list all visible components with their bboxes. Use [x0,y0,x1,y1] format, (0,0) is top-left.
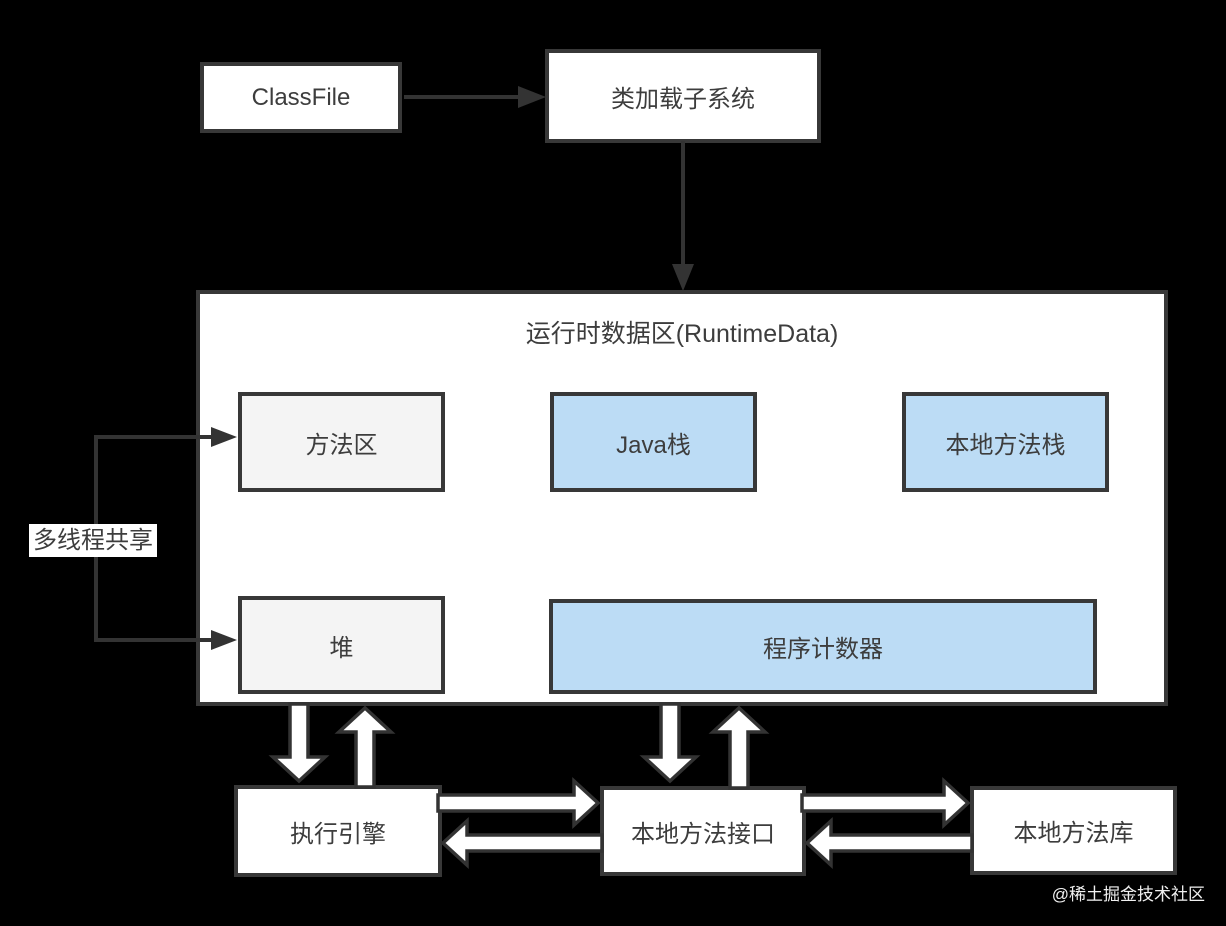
node-program-counter: 程序计数器 [549,599,1097,694]
arrow-engine-right-to-nmi-icon [436,777,601,829]
shared-threads-label: 多线程共享 [29,524,157,557]
arrow-engine-up-to-runtime-icon [334,705,396,789]
node-heap-label: 堆 [329,634,354,662]
node-java-stack-label: Java栈 [616,431,691,459]
arrow-runtime-down-to-nmi-icon [639,702,701,784]
node-classfile: ClassFile [200,62,402,133]
arrow-nml-left-to-nmi-icon [804,817,974,869]
node-classfile-label: ClassFile [251,83,351,111]
node-method-area: 方法区 [238,392,445,492]
node-native-method-stack-label: 本地方法栈 [945,431,1066,459]
runtime-data-area-title: 运行时数据区(RuntimeData) [525,320,839,348]
node-native-method-interface-label: 本地方法接口 [631,820,775,848]
node-runtime-data-area: 运行时数据区(RuntimeData) 方法区 Java栈 本地方法栈 堆 程序… [196,290,1168,706]
node-program-counter-label: 程序计数器 [763,636,883,663]
node-native-method-library-label: 本地方法库 [1013,820,1134,847]
node-execution-engine-label: 执行引擎 [290,820,386,848]
watermark-text: @稀土掘金技术社区 [1051,885,1205,904]
node-java-stack: Java栈 [550,392,757,492]
arrow-nmi-left-to-engine-icon [440,817,604,869]
arrow-classfile-to-loader-icon [404,86,546,108]
arrow-runtime-down-to-engine-icon [268,702,330,784]
node-class-loader-subsystem: 类加载子系统 [545,49,821,143]
node-native-method-stack: 本地方法栈 [902,392,1109,492]
arrow-nmi-up-to-runtime-icon [708,705,770,790]
node-native-method-library: 本地方法库 [970,786,1177,875]
arrow-loader-to-runtime-icon [672,141,694,291]
node-class-loader-label: 类加载子系统 [611,85,755,113]
arrow-nmi-right-to-nml-icon [800,777,971,829]
node-method-area-label: 方法区 [305,431,378,459]
node-heap: 堆 [238,596,445,694]
node-execution-engine: 执行引擎 [234,785,442,877]
node-native-method-interface: 本地方法接口 [600,786,806,876]
